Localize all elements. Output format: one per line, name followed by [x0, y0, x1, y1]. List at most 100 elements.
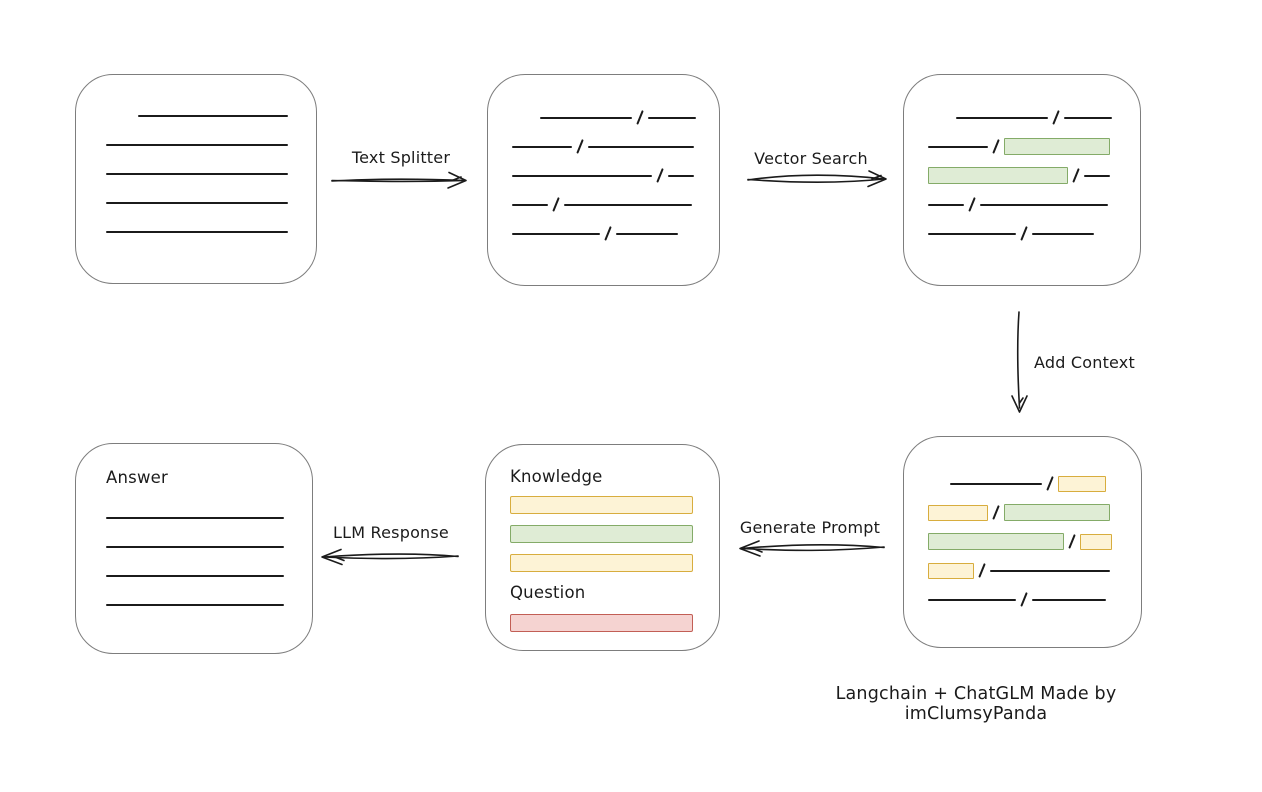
- text-line: [1064, 116, 1113, 119]
- text-line: [106, 574, 284, 577]
- yellow-highlight-chip: [928, 504, 988, 521]
- text-line-row: [106, 101, 292, 130]
- llm-response-arrow: [321, 548, 459, 566]
- knowledge-bars: [510, 496, 695, 572]
- text-line-row: [512, 161, 695, 190]
- text-line: [512, 232, 600, 235]
- text-line: [106, 172, 288, 175]
- slash-separator: [576, 139, 584, 154]
- text-splitter-label: Text Splitter: [351, 148, 451, 167]
- add-context-arrow: [1011, 311, 1028, 413]
- yellow-bar: [510, 496, 693, 514]
- vector-result-lines: [904, 75, 1140, 248]
- text-line-row: [106, 217, 292, 246]
- llm-response-label: LLM Response: [333, 523, 449, 542]
- generate-prompt-arrow: [739, 540, 885, 557]
- text-line-row: [106, 590, 288, 619]
- text-line-row: [512, 103, 697, 132]
- text-line: [928, 203, 964, 206]
- text-line: [106, 603, 284, 606]
- text-line: [106, 143, 288, 146]
- text-line: [1032, 232, 1095, 235]
- slash-separator: [1052, 110, 1060, 125]
- text-line: [616, 232, 679, 235]
- question-label: Question: [510, 583, 586, 602]
- text-line: [1084, 174, 1111, 177]
- text-line-row: [928, 469, 1117, 498]
- text-line: [106, 516, 284, 519]
- document-box: [75, 74, 317, 284]
- text-line: [540, 116, 632, 119]
- text-line: [512, 203, 548, 206]
- text-line: [928, 598, 1016, 601]
- generate-prompt-label: Generate Prompt: [739, 518, 881, 537]
- slash-separator: [1020, 226, 1028, 241]
- text-line-row: [928, 190, 1116, 219]
- text-line: [512, 174, 652, 177]
- green-highlight-chip: [1004, 504, 1111, 521]
- text-line: [950, 482, 1042, 485]
- text-line-row: [106, 188, 292, 217]
- answer-box: Answer: [75, 443, 313, 654]
- question-bars: [510, 614, 695, 632]
- answer-label: Answer: [106, 468, 168, 487]
- text-line: [564, 203, 693, 206]
- text-line: [928, 232, 1016, 235]
- text-splitter-arrow: [331, 171, 467, 189]
- green-highlight-chip: [928, 167, 1068, 184]
- context-box: [903, 436, 1142, 648]
- split-text-box: [487, 74, 720, 286]
- knowledge-label: Knowledge: [510, 467, 603, 486]
- text-line: [588, 145, 695, 148]
- text-line: [990, 569, 1111, 572]
- context-lines: [904, 437, 1141, 614]
- split-text-lines: [488, 75, 719, 248]
- text-line-row: [928, 132, 1116, 161]
- vector-search-arrow: [747, 170, 887, 188]
- text-line: [512, 145, 572, 148]
- text-line-row: [512, 132, 695, 161]
- text-line-row: [106, 561, 288, 590]
- text-line-row: [928, 219, 1116, 248]
- text-line-row: [106, 503, 288, 532]
- slash-separator: [978, 563, 986, 578]
- text-line: [928, 145, 988, 148]
- slash-separator: [1072, 168, 1080, 183]
- yellow-highlight-chip: [928, 562, 974, 579]
- slash-separator: [604, 226, 612, 241]
- slash-separator: [1068, 534, 1076, 549]
- yellow-highlight-chip: [1080, 533, 1113, 550]
- add-context-label: Add Context: [1034, 353, 1135, 372]
- text-line: [668, 174, 695, 177]
- text-line-row: [512, 219, 695, 248]
- slash-separator: [656, 168, 664, 183]
- document-lines: [76, 75, 316, 246]
- text-line-row: [928, 161, 1116, 190]
- vector-search-label: Vector Search: [754, 149, 868, 168]
- red-bar: [510, 614, 693, 632]
- slash-separator: [636, 110, 644, 125]
- text-line: [138, 114, 288, 117]
- slash-separator: [992, 505, 1000, 520]
- text-line-row: [512, 190, 695, 219]
- text-line: [1032, 598, 1107, 601]
- answer-lines: [106, 503, 288, 619]
- text-line: [106, 201, 288, 204]
- yellow-highlight-chip: [1058, 475, 1107, 492]
- text-line: [106, 230, 288, 233]
- text-line-row: [106, 159, 292, 188]
- green-highlight-chip: [928, 533, 1064, 550]
- text-line-row: [928, 103, 1116, 132]
- text-line-row: [928, 498, 1117, 527]
- slash-separator: [1046, 476, 1054, 491]
- text-line-row: [928, 585, 1117, 614]
- text-line-row: [106, 532, 288, 561]
- yellow-bar: [510, 554, 693, 572]
- slash-separator: [1020, 592, 1028, 607]
- slash-separator: [968, 197, 976, 212]
- text-line-row: [928, 527, 1117, 556]
- vector-result-box: [903, 74, 1141, 286]
- caption: Langchain + ChatGLM Made by imClumsyPand…: [835, 684, 1117, 724]
- text-line: [956, 116, 1048, 119]
